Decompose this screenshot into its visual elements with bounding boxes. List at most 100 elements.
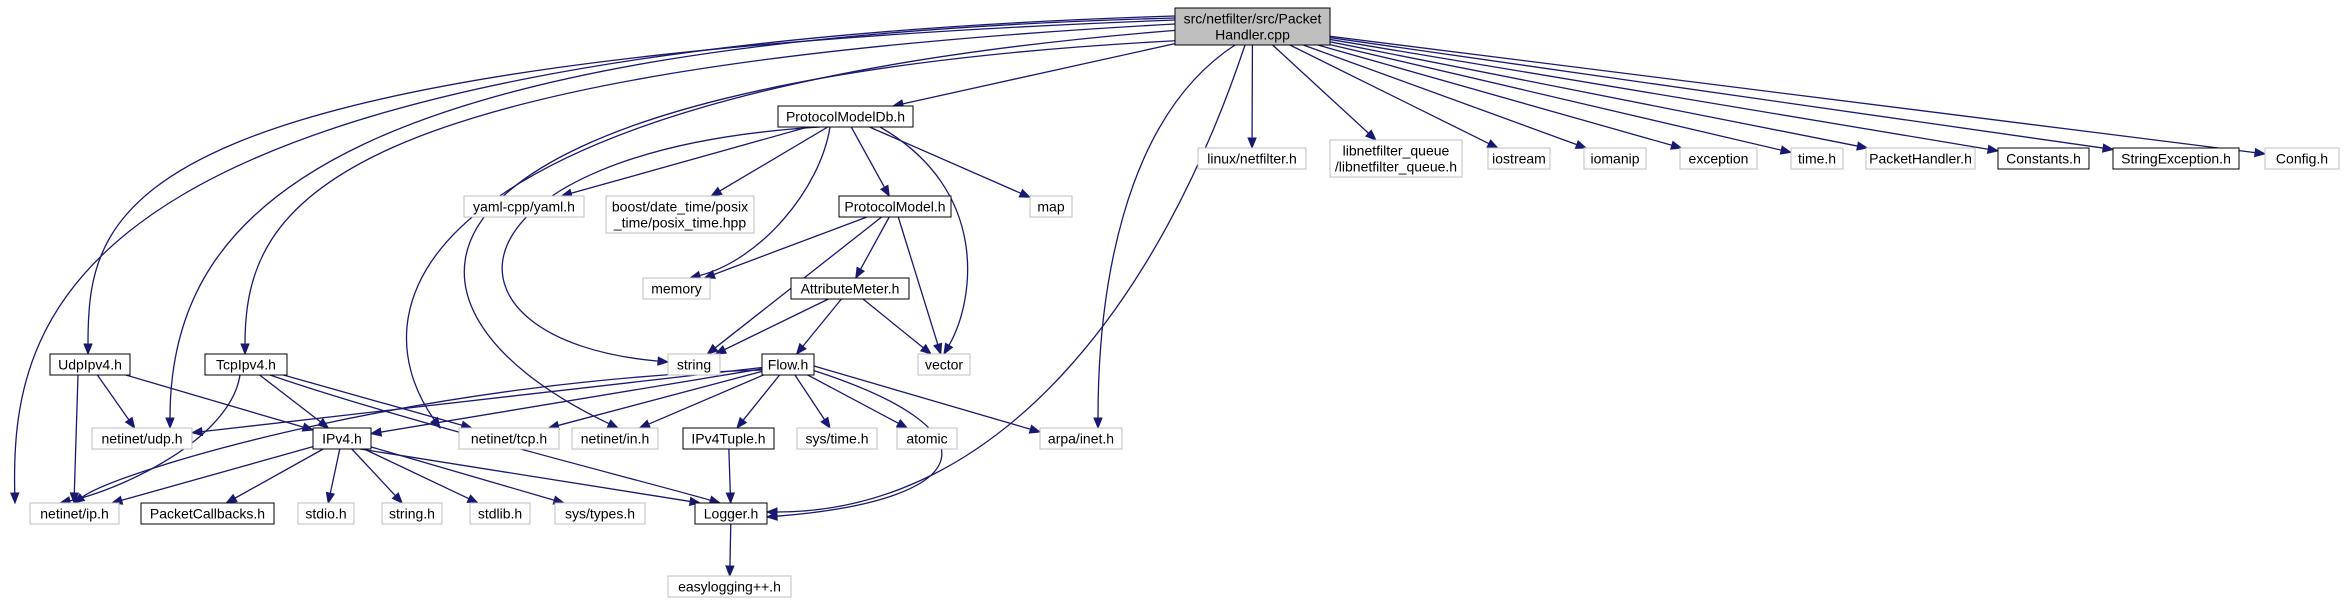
- node-arpa-inet[interactable]: arpa/inet.h: [1039, 427, 1123, 450]
- edge-flow-to-logger: [765, 369, 943, 521]
- node-label: yaml-cpp/yaml.h: [473, 199, 575, 215]
- node-time-h[interactable]: time.h: [1790, 147, 1844, 170]
- node-label: Handler.cpp: [1215, 27, 1290, 43]
- node-label: stdio.h: [305, 506, 346, 522]
- edge-attributemeter-to-vector: [862, 298, 933, 355]
- node-packetcallbacks[interactable]: PacketCallbacks.h: [140, 502, 275, 525]
- edge-logger-to-easylogging: [725, 523, 735, 578]
- edge-ipv4-to-stdio: [325, 448, 341, 505]
- node-label: IPv4.h: [322, 431, 362, 447]
- node-netinet-udp[interactable]: netinet/udp.h: [91, 427, 193, 450]
- edge-root-to-iomanip: [1303, 44, 1588, 149]
- node-string-h[interactable]: string.h: [381, 502, 443, 525]
- edge-protocolmodeldb-to-vector: [879, 126, 969, 356]
- node-ipv4tuple[interactable]: IPv4Tuple.h: [682, 427, 775, 450]
- edge-root-to-exception: [1317, 44, 1683, 150]
- node-label: string: [677, 357, 711, 373]
- node-label: ProtocolModelDb.h: [786, 109, 905, 125]
- node-label: map: [1037, 199, 1064, 215]
- edge-udpipv4-to-ipv4: [125, 374, 315, 432]
- node-label: AttributeMeter.h: [801, 281, 900, 297]
- node-label: Config.h: [2276, 151, 2328, 167]
- node-label: /libnetfilter_queue.h: [1335, 159, 1457, 175]
- edge-flow-to-ipv4: [369, 368, 763, 437]
- edge-root-to-udpipv4: [83, 19, 1176, 356]
- edge-ipv4tuple-to-logger: [725, 448, 736, 505]
- edge-root-to-time_h: [1329, 43, 1793, 155]
- node-sys-types[interactable]: sys/types.h: [554, 502, 646, 525]
- node-logger[interactable]: Logger.h: [694, 502, 768, 525]
- node-label: StringException.h: [2121, 151, 2231, 167]
- node-easylogging[interactable]: easylogging++.h: [667, 575, 792, 598]
- edge-root-to-constants_h: [1329, 38, 2000, 154]
- node-vector[interactable]: vector: [917, 353, 971, 376]
- edge-root-to-libnetfilter_queue: [1272, 44, 1377, 141]
- node-posix-time[interactable]: boost/date_time/posix_time/posix_time.hp…: [605, 195, 755, 234]
- node-config-h[interactable]: Config.h: [2264, 147, 2340, 170]
- edge-protocolmodeldb-to-yaml: [560, 126, 809, 198]
- node-sys-time[interactable]: sys/time.h: [796, 427, 878, 450]
- node-netinet-in[interactable]: netinet/in.h: [571, 427, 659, 450]
- edge-flow-to-ipv4tuple: [736, 374, 781, 430]
- node-string[interactable]: string: [667, 353, 721, 376]
- node-exception[interactable]: exception: [1679, 147, 1758, 170]
- node-label: iostream: [1492, 151, 1546, 167]
- node-label: boost/date_time/posix: [612, 199, 748, 215]
- node-label: TcpIpv4.h: [216, 357, 276, 373]
- node-iomanip[interactable]: iomanip: [1583, 147, 1647, 170]
- node-netinet-ip[interactable]: netinet/ip.h: [29, 502, 120, 525]
- node-map[interactable]: map: [1029, 195, 1073, 218]
- edge-ipv4-to-packetcallbacks: [225, 448, 324, 504]
- nodes-layer: src/netfilter/src/PacketHandler.cppProto…: [29, 7, 2340, 598]
- node-label: netinet/ip.h: [40, 506, 109, 522]
- edge-root-to-protocolmodeldb: [891, 43, 1176, 109]
- node-label: time.h: [1798, 151, 1836, 167]
- node-yaml[interactable]: yaml-cpp/yaml.h: [463, 195, 585, 218]
- edge-ipv4-to-netinet_ip: [110, 446, 314, 505]
- node-label: iomanip: [1590, 151, 1639, 167]
- node-label: Flow.h: [768, 357, 808, 373]
- edge-ipv4-to-stdlib: [363, 448, 480, 504]
- node-label: UdpIpv4.h: [58, 357, 122, 373]
- node-label: IPv4Tuple.h: [691, 431, 765, 447]
- node-ipv4[interactable]: IPv4.h: [312, 427, 372, 450]
- edge-protocolmodeldb-to-string: [501, 126, 821, 366]
- node-linux-netfilter[interactable]: linux/netfilter.h: [1197, 147, 1307, 170]
- node-label: linux/netfilter.h: [1207, 151, 1297, 167]
- node-tcpipv4[interactable]: TcpIpv4.h: [204, 353, 288, 376]
- edge-protocolmodeldb-to-memory: [688, 126, 831, 280]
- node-iostream[interactable]: iostream: [1487, 147, 1551, 170]
- node-label: ProtocolModel.h: [844, 199, 945, 215]
- node-stdio[interactable]: stdio.h: [297, 502, 355, 525]
- node-constants-h[interactable]: Constants.h: [1997, 147, 2090, 170]
- node-atomic[interactable]: atomic: [896, 427, 958, 450]
- edge-root-to-netinet_udp: [165, 17, 1176, 430]
- node-netinet-tcp[interactable]: netinet/tcp.h: [458, 427, 560, 450]
- edge-flow-to-arpa_inet: [813, 365, 1042, 434]
- node-stringexception-h[interactable]: StringException.h: [2112, 147, 2240, 170]
- edge-attributemeter-to-flow: [795, 298, 842, 356]
- node-protocolmodeldb[interactable]: ProtocolModelDb.h: [777, 105, 914, 128]
- node-root[interactable]: src/netfilter/src/PacketHandler.cpp: [1174, 7, 1331, 46]
- node-label: stdlib.h: [478, 506, 522, 522]
- node-label: libnetfilter_queue: [1343, 143, 1450, 159]
- edge-root-to-iostream: [1289, 44, 1500, 149]
- node-label: exception: [1689, 151, 1749, 167]
- edge-flow-to-netinet_in: [638, 374, 764, 429]
- node-label: sys/types.h: [565, 506, 635, 522]
- node-udpipv4[interactable]: UdpIpv4.h: [49, 353, 131, 376]
- edge-tcpipv4-to-ipv4: [259, 374, 330, 429]
- node-packethandler-h[interactable]: PacketHandler.h: [1865, 147, 1976, 170]
- edge-root-to-stringexception_h: [1329, 36, 2115, 153]
- node-stdlib[interactable]: stdlib.h: [469, 502, 531, 525]
- node-flow[interactable]: Flow.h: [761, 353, 815, 376]
- node-attributemeter[interactable]: AttributeMeter.h: [790, 277, 910, 300]
- node-memory[interactable]: memory: [642, 277, 711, 300]
- node-label: memory: [651, 281, 702, 297]
- node-protocolmodel[interactable]: ProtocolModel.h: [838, 195, 952, 218]
- edge-flow-to-atomic: [807, 374, 909, 429]
- node-libnetfilter-queue[interactable]: libnetfilter_queue/libnetfilter_queue.h: [1329, 139, 1463, 178]
- edge-flow-to-netinet_udp: [190, 366, 763, 437]
- edges-layer: [10, 15, 2267, 578]
- edge-protocolmodel-to-vector: [897, 216, 943, 356]
